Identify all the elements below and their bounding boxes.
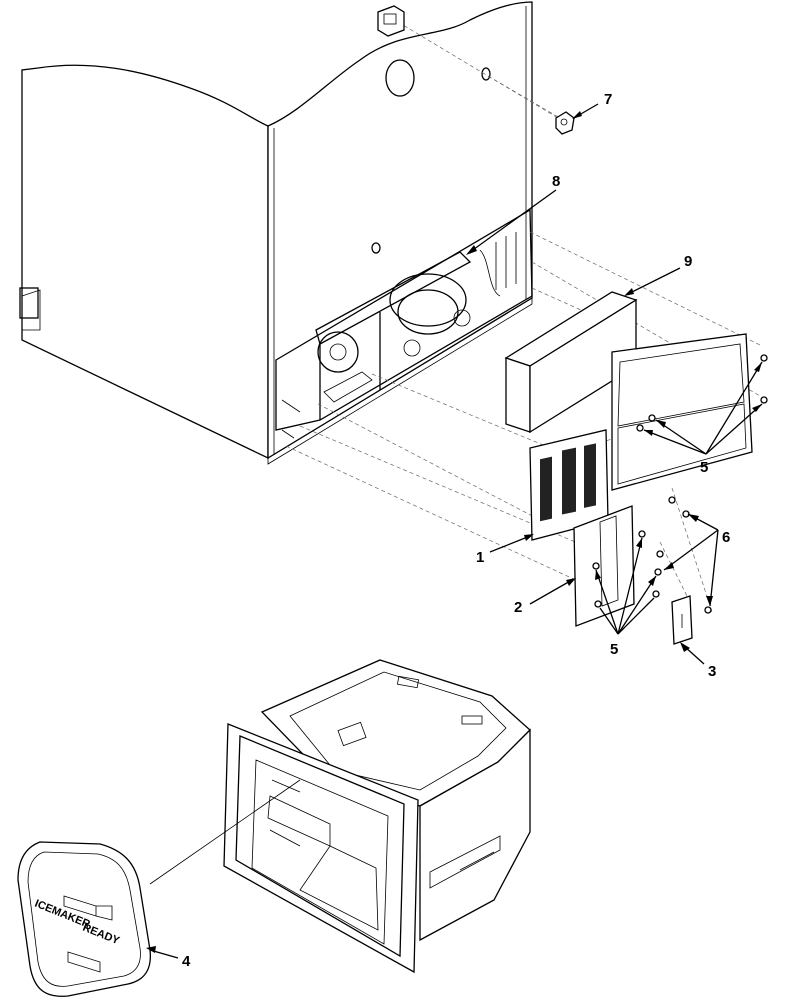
part-2-plate — [573, 496, 712, 627]
callout-6: 6 — [722, 529, 730, 546]
callout-numbers: 7 8 9 5 1 6 2 5 3 4 — [182, 91, 730, 970]
refrigerator-cabinet — [19, 1, 533, 465]
callout-8: 8 — [552, 173, 560, 190]
callout-9: 9 — [684, 253, 692, 270]
callout-1: 1 — [476, 549, 484, 566]
callout-2: 2 — [514, 599, 522, 616]
part-3-tab — [671, 595, 693, 645]
callout-leaders — [146, 103, 763, 959]
access-panel-upper — [611, 333, 768, 491]
callout-5-upper: 5 — [700, 459, 708, 476]
callout-7: 7 — [604, 91, 612, 108]
icemaker-bin — [223, 659, 531, 974]
part-4-icemaker-cover: ICEMAKER READY — [17, 779, 301, 997]
part-7-bracket — [377, 5, 575, 135]
part-9-insulation — [504, 291, 638, 434]
callout-3: 3 — [708, 663, 716, 680]
callout-5-lower: 5 — [610, 641, 618, 658]
callout-4: 4 — [182, 953, 191, 970]
